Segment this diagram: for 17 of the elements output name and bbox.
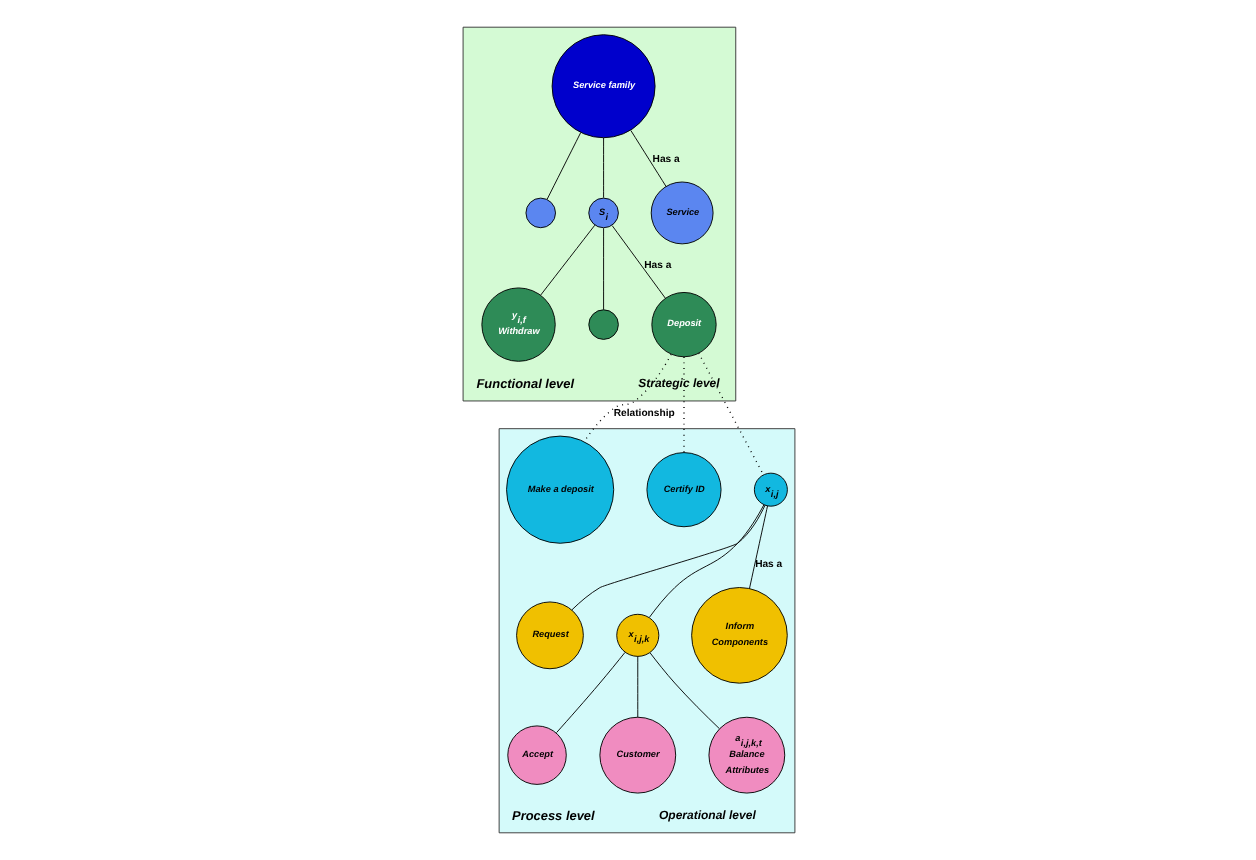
node-circle [524,197,555,229]
node-circle [587,309,618,340]
connector [602,227,604,311]
connector [647,504,764,618]
connector [539,224,595,296]
connector [629,130,666,188]
connector [748,505,768,589]
connector [570,504,765,611]
connector [636,655,638,718]
connector [545,132,581,200]
connector [610,225,665,299]
connector [555,651,625,734]
connector [682,356,684,453]
connector [582,353,671,443]
connector [697,352,764,476]
connector [602,137,604,199]
connector [648,652,719,730]
